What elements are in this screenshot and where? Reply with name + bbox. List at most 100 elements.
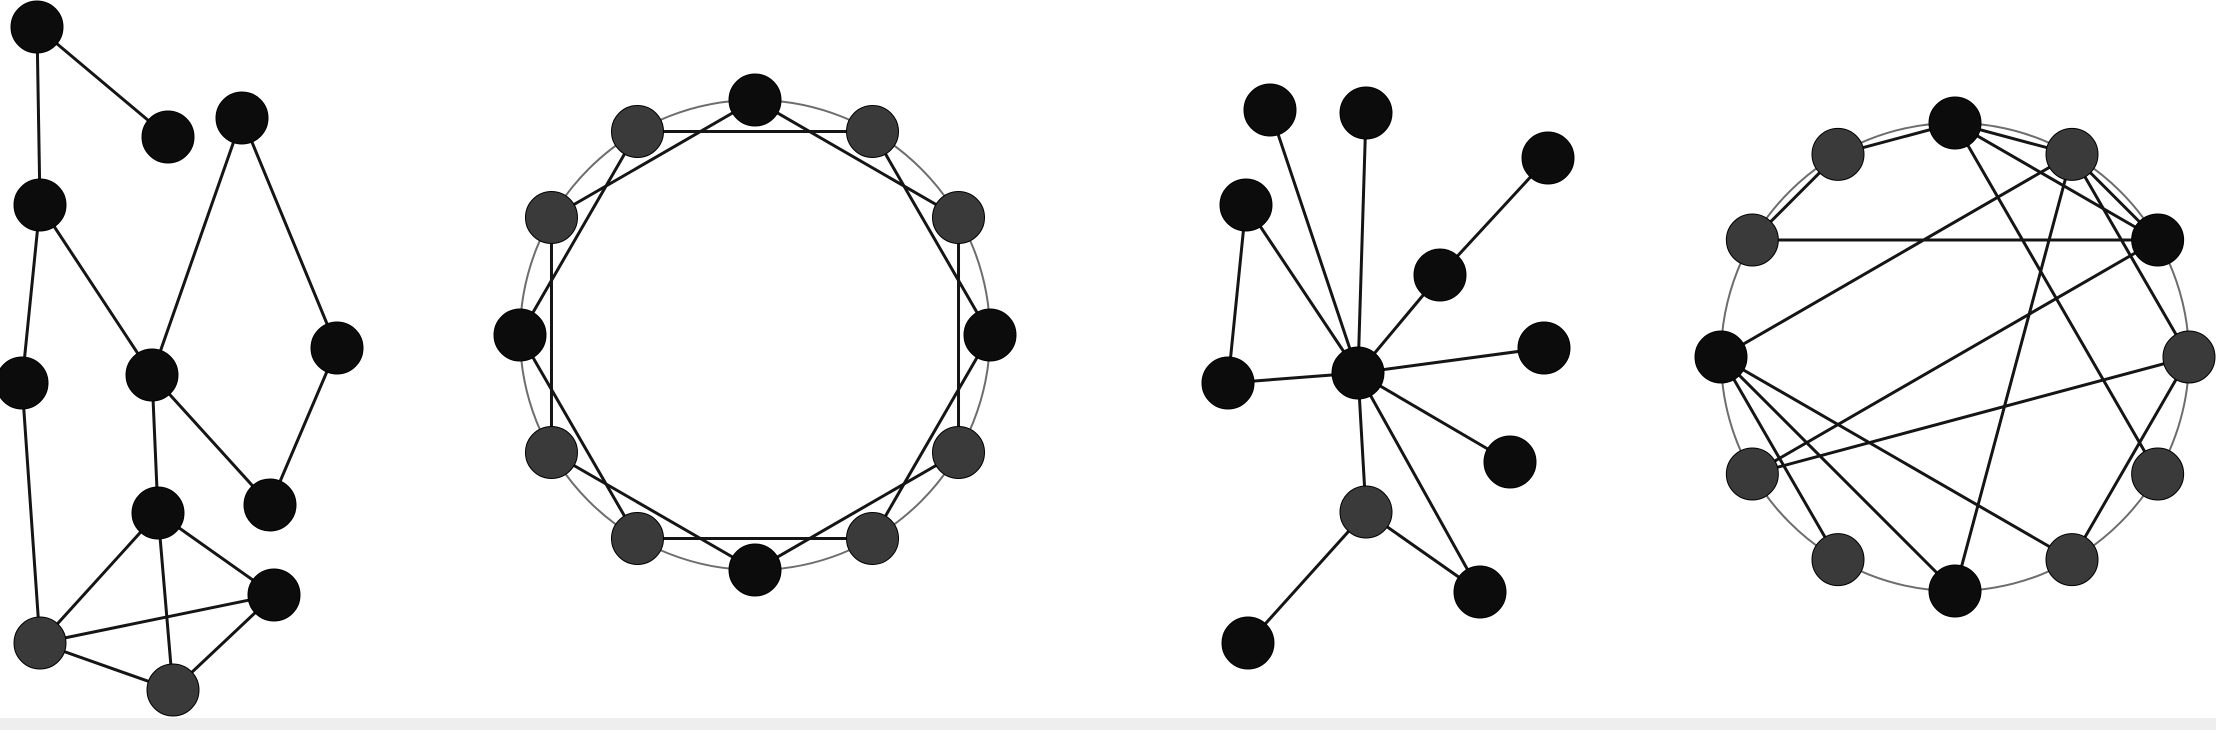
graph-node — [2045, 127, 2099, 181]
graph-edge — [2070, 355, 2191, 562]
graph-edge — [549, 451, 757, 572]
graph-edge — [38, 511, 160, 645]
graph-edge — [1438, 156, 1550, 277]
graph-node — [1483, 435, 1537, 489]
graph-node — [2131, 447, 2185, 501]
graph-edge — [518, 129, 639, 337]
graph-node — [1521, 131, 1575, 185]
graph-edge — [1268, 108, 1360, 375]
graph-edge — [1719, 152, 2074, 359]
graph-edge — [1226, 203, 1248, 385]
ring-lattice-graph-edges — [518, 98, 992, 572]
graph-edge — [38, 593, 276, 645]
irregular-graph — [0, 0, 364, 717]
graph-node — [1517, 321, 1571, 375]
graph-node — [13, 616, 67, 670]
graph-edge — [871, 333, 992, 541]
graph-node — [524, 426, 578, 479]
graph-edge — [268, 346, 339, 507]
graph-node — [1201, 356, 1255, 410]
graph-node — [1811, 127, 1865, 181]
graph-node — [728, 543, 782, 597]
graph-edge — [753, 451, 961, 572]
graph-edge — [518, 333, 639, 541]
irregular-graph-nodes — [0, 0, 364, 717]
graph-node — [1725, 447, 1779, 501]
graph-node — [2162, 330, 2216, 384]
graph-node — [13, 178, 67, 232]
ring-lattice-graph — [493, 73, 1017, 597]
graph-edge — [38, 203, 154, 377]
graph-node — [1694, 330, 1748, 384]
graph-node — [1339, 485, 1393, 539]
graph-node — [1413, 248, 1467, 302]
graph-node — [131, 486, 185, 540]
graph-node — [0, 356, 49, 410]
graph-node — [125, 348, 179, 402]
graph-node — [215, 91, 269, 145]
random-rewired-graph-nodes — [1694, 96, 2216, 618]
graph-node — [1243, 83, 1297, 137]
graph-edge — [1356, 371, 1482, 594]
graph-edge — [35, 25, 170, 139]
graph-edge — [1356, 346, 1546, 375]
graph-node — [524, 191, 578, 244]
ring-lattice-graph-nodes — [493, 73, 1017, 597]
graph-node — [2131, 213, 2185, 267]
graph-edge — [1953, 121, 2160, 242]
graph-node — [963, 308, 1017, 362]
graph-edge — [1356, 111, 1368, 375]
graph-node — [1331, 346, 1385, 400]
random-rewired-graph — [1694, 96, 2216, 618]
graph-edge — [150, 373, 272, 507]
graph-node — [1928, 564, 1982, 618]
graph-node — [1453, 565, 1507, 619]
graph-node — [932, 426, 986, 479]
graph-node — [1811, 533, 1865, 587]
ring-outline — [519, 99, 991, 571]
graph-edge — [35, 25, 42, 207]
graph-edge — [20, 203, 42, 385]
graph-node — [247, 568, 301, 622]
graph-node — [243, 478, 297, 532]
star-graph-nodes — [1201, 83, 1575, 670]
graph-node — [141, 110, 195, 164]
graph-node — [611, 104, 664, 158]
star-graph — [1201, 83, 1575, 670]
graph-edge — [1750, 238, 2160, 476]
graph-edge — [1719, 355, 1840, 562]
graph-node — [2045, 533, 2099, 587]
graph-edge — [871, 129, 992, 337]
graph-node — [611, 512, 664, 566]
graph-node — [846, 512, 899, 566]
graph-edge — [1953, 152, 2074, 593]
graph-node — [1339, 86, 1393, 140]
graph-edge — [1719, 355, 1957, 593]
graph-node — [146, 663, 200, 717]
graph-node — [493, 308, 547, 362]
graph-edge — [150, 116, 244, 377]
graph-edge — [1719, 355, 2074, 562]
graph-node — [1221, 616, 1275, 670]
graph-edge — [1246, 510, 1368, 645]
graph-edge — [1356, 371, 1512, 464]
bottom-strip — [0, 718, 2216, 730]
graph-edge — [240, 116, 339, 350]
graph-node — [1725, 213, 1779, 267]
graph-edge — [156, 511, 175, 692]
graph-edge — [549, 98, 757, 219]
graph-node — [728, 73, 782, 127]
graph-node — [310, 321, 364, 375]
graph-edge — [753, 98, 961, 219]
random-rewired-graph-edges — [1719, 121, 2191, 593]
graph-edge — [20, 381, 42, 645]
graph-edge — [1244, 203, 1360, 375]
graph-node — [932, 191, 986, 244]
graph-node — [10, 0, 64, 54]
graph-edge — [1750, 355, 2191, 476]
graph-node — [1928, 96, 1982, 150]
star-graph-edges — [1226, 108, 1550, 645]
graph-node — [1219, 178, 1273, 232]
